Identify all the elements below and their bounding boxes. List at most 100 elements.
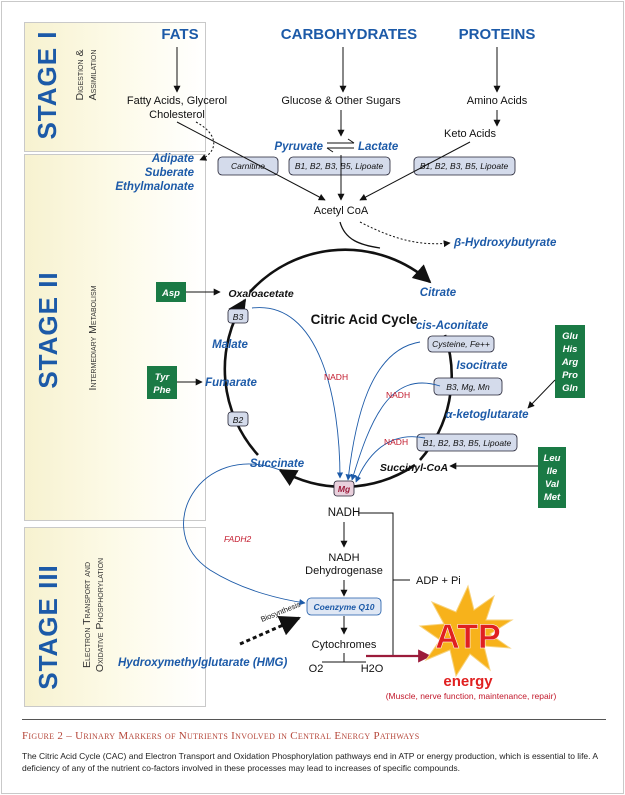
o2-label: O2 <box>309 663 324 675</box>
coenzyme-label: Coenzyme Q10 <box>314 602 375 612</box>
succinate-label: Succinate <box>250 458 305 470</box>
val-label: Val <box>545 479 559 490</box>
gln-label: Gln <box>562 383 578 394</box>
nadh-arrow-cis <box>345 341 421 481</box>
carbohydrates-label: CARBOHYDRATES <box>281 26 417 43</box>
cycle-top-arc <box>249 248 432 293</box>
ile-label: Ile <box>547 466 558 477</box>
nadh-red-label-1: NADH <box>324 372 348 382</box>
adp-label: ADP + Pi <box>416 575 461 587</box>
cytochromes-split <box>322 653 366 663</box>
pyruvate-cofactor-box <box>288 156 391 176</box>
nadh-main-label: NADH <box>328 507 361 519</box>
cycle-title: Citric Acid Cycle <box>311 312 418 327</box>
nadh-red-label-2: NADH <box>386 390 410 400</box>
biosynthesis-arrow <box>239 616 301 646</box>
nadh-atp-line <box>358 512 394 656</box>
phe-label: Phe <box>153 385 171 396</box>
pyruvate-cofactor-label: B1, B2, B3, B5, Lipoate <box>295 161 384 171</box>
caption-title: Figure 2 – Urinary Markers of Nutrients … <box>22 730 420 742</box>
mg-label: Mg <box>338 484 351 494</box>
h2o-label: H2O <box>361 663 384 675</box>
pathway-diagram: FATS CARBOHYDRATES PROTEINS Fatty Acids,… <box>115 26 585 701</box>
b3-mg-mn-label: B3, Mg, Mn <box>446 382 490 392</box>
asp-box <box>156 282 186 302</box>
tyr-phe-box <box>147 366 177 399</box>
acetyl-coa-label: Acetyl CoA <box>314 205 369 217</box>
stage-3-band <box>24 527 206 707</box>
fatty-acid-dashed-arrow <box>195 121 215 161</box>
proteins-label: PROTEINS <box>459 26 536 43</box>
glucose-label: Glucose & Other Sugars <box>281 95 401 107</box>
glu-label: Glu <box>562 331 578 342</box>
fatty-acids-label: Fatty Acids, Glycerol <box>127 95 227 107</box>
fadh2-arrow <box>183 463 306 606</box>
keto-to-acetyl-arrow <box>359 141 471 201</box>
glu-group-box <box>555 325 585 398</box>
leu-label: Leu <box>544 453 561 464</box>
equilibrium-arrows <box>326 138 355 153</box>
malate-label: Malate <box>212 339 248 351</box>
tyr-label: Tyr <box>155 372 171 383</box>
amino-acids-label: Amino Acids <box>467 95 528 107</box>
alpha-ketoglutarate-label: α-ketoglutarate <box>445 409 529 421</box>
cytochromes-label: Cytochromes <box>312 639 377 651</box>
lactate-label: Lactate <box>358 141 399 153</box>
atp-label: ATP <box>435 618 500 656</box>
nadh-arrow-akg <box>355 436 426 483</box>
his-label: His <box>563 344 578 355</box>
akg-cofactor-box <box>416 433 518 452</box>
oxaloacetate-label: Oxaloacetate <box>228 288 294 300</box>
cysteine-label: Cysteine, Fe++ <box>432 339 490 349</box>
succinyl-coa-label: Succinyl-CoA <box>380 462 448 474</box>
isocitrate-label: Isocitrate <box>456 360 508 372</box>
pyruvate-label: Pyruvate <box>274 141 323 153</box>
carnitine-box <box>217 156 279 176</box>
b3-oxalo-label: B3 <box>233 312 244 322</box>
cholesterol-label: Cholesterol <box>149 109 205 121</box>
keto-cofactor-box <box>413 156 516 176</box>
b2-label: B2 <box>233 415 244 425</box>
akg-cofactor-label: B1, B2, B3, B5, Lipoate <box>423 438 512 448</box>
atp-starburst <box>418 584 514 678</box>
hydroxybutyrate-label: β-Hydroxybutyrate <box>453 237 557 249</box>
met-label: Met <box>544 492 561 503</box>
arg-label: Arg <box>561 357 579 368</box>
fats-label: FATS <box>161 26 198 43</box>
dehydrogenase-line1: NADH <box>328 552 359 564</box>
leu-group-box <box>538 447 566 508</box>
nadh-arrow-isocitrate <box>350 382 441 481</box>
suberate-label: Suberate <box>145 167 195 179</box>
keto-cofactor-label: B1, B2, B3, B5, Lipoate <box>420 161 509 171</box>
b2-box <box>227 411 249 427</box>
energy-label: energy <box>443 673 493 690</box>
citrate-label: Citrate <box>420 287 457 299</box>
b3-mg-mn-box <box>433 377 503 396</box>
ethylmalonate-label: Ethylmalonate <box>115 181 194 193</box>
nadh-arrow-malate <box>251 307 344 479</box>
pro-label: Pro <box>562 370 578 381</box>
adipate-label: Adipate <box>151 153 195 165</box>
fadh2-label: FADH2 <box>224 534 252 544</box>
cis-aconitate-label: cis-Aconitate <box>416 320 489 332</box>
fatty-to-acetyl-arrow <box>176 121 326 201</box>
energy-note: (Muscle, nerve function, maintenance, re… <box>386 691 557 701</box>
mg-box <box>333 480 355 497</box>
keto-acids-label: Keto Acids <box>444 128 496 140</box>
cysteine-box <box>427 335 495 353</box>
fumarate-label: Fumarate <box>205 377 257 389</box>
b3-oxalo-box <box>227 308 249 324</box>
biosynthesis-label: Biosynthesis <box>259 600 302 624</box>
acetyl-to-cycle <box>339 221 381 249</box>
glu-group-arrow <box>527 379 556 409</box>
asp-label: Asp <box>161 288 180 299</box>
caption-body: The Citric Acid Cycle (CAC) and Electron… <box>22 751 598 773</box>
ketone-dashed-arrow <box>359 221 451 248</box>
nadh-red-label-3: NADH <box>384 437 408 447</box>
dehydrogenase-line2: Dehydrogenase <box>305 565 383 577</box>
stage-2-band <box>24 154 206 521</box>
coenzyme-box <box>306 597 382 616</box>
carnitine-label: Carnitine <box>231 161 265 171</box>
caption-divider <box>22 719 606 720</box>
